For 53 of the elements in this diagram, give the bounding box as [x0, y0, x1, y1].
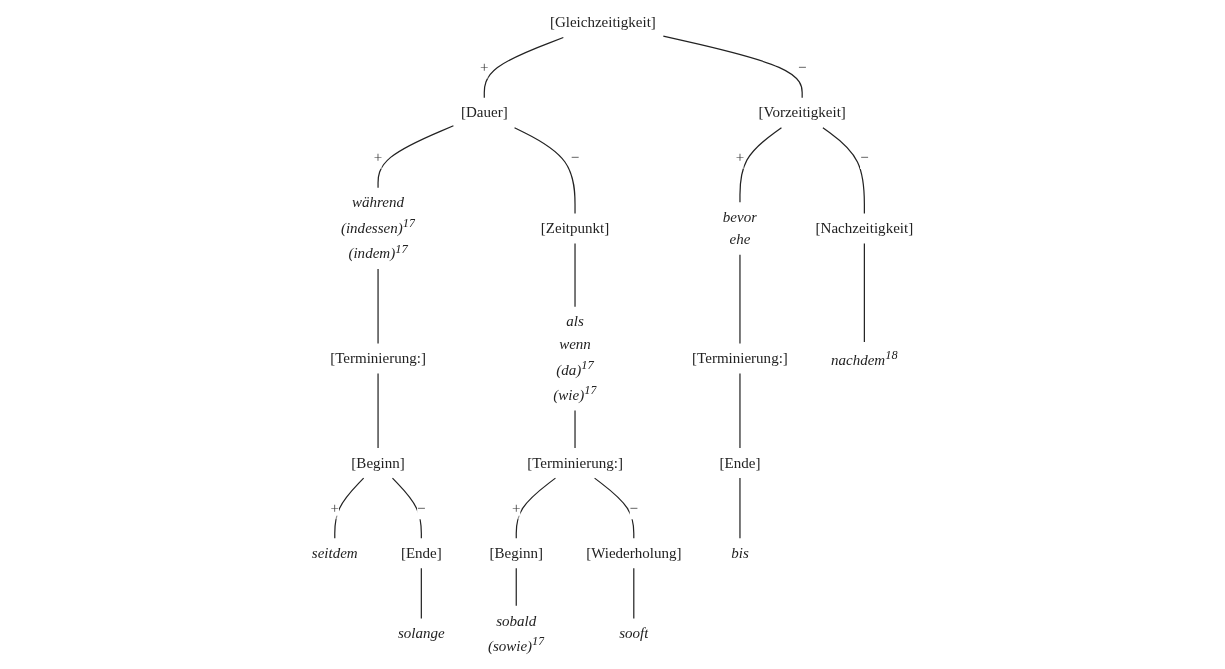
- connector: [574, 409, 576, 449]
- node-text: [Ende]: [400, 544, 442, 561]
- connector: [515, 567, 517, 607]
- edge-label: −: [797, 59, 807, 76]
- connector: [513, 127, 576, 214]
- node-text: während (indessen)$^{17}$ (indem)$^{17}$: [340, 194, 416, 262]
- edge-label: −: [860, 149, 869, 166]
- node-text: bis: [731, 544, 749, 561]
- node-text: bevor ehe: [722, 208, 758, 248]
- node-text: [Nachzeitigkeit]: [815, 219, 914, 236]
- node-text: solange: [397, 625, 445, 642]
- connector: [739, 477, 741, 539]
- node-text: [Zeitpunkt]: [540, 219, 610, 236]
- node-text: sooft: [619, 625, 649, 642]
- node-text: [Beginn]: [351, 454, 405, 471]
- connector: [515, 477, 557, 539]
- edge-label: +: [512, 499, 521, 516]
- connector: [822, 127, 865, 214]
- edge-label: −: [629, 499, 639, 516]
- node-text: [Terminierung:]: [692, 350, 788, 367]
- connector: [863, 242, 865, 343]
- edge-label: +: [480, 59, 489, 76]
- edge-label: −: [570, 149, 580, 166]
- connector: [483, 36, 564, 99]
- connector: [334, 477, 365, 539]
- connector: [377, 268, 379, 345]
- node-text: als wenn (da)$^{17}$ (wie)$^{17}$: [553, 313, 597, 404]
- connector: [420, 567, 422, 620]
- node-text: [Terminierung:]: [527, 454, 623, 471]
- edge-label: +: [330, 499, 340, 516]
- connector: [662, 35, 803, 99]
- connector: [739, 254, 741, 345]
- connector: [739, 373, 741, 449]
- node-text: [Ende]: [719, 454, 761, 471]
- connector: [377, 373, 379, 449]
- node-text: [Wiederholung]: [586, 544, 682, 561]
- node-text: [Terminierung:]: [330, 350, 426, 367]
- edge-label: +: [735, 149, 745, 166]
- connector: [633, 567, 635, 620]
- edge-label: −: [417, 499, 426, 516]
- connector: [391, 477, 422, 539]
- node-text: sobald (sowie)$^{17}$: [487, 612, 545, 654]
- connector: [574, 242, 576, 308]
- node-text: seitdem: [311, 544, 358, 561]
- edge-label: +: [373, 149, 383, 166]
- node-text: nachdem$^{18}$: [831, 347, 898, 368]
- connector: [594, 477, 635, 539]
- node-text: [Dauer]: [460, 104, 508, 121]
- node-text: [Vorzeitigkeit]: [758, 104, 846, 121]
- connector: [739, 127, 783, 203]
- connector: [377, 125, 455, 189]
- node-text: [Beginn]: [489, 544, 543, 561]
- node-text: [Gleichzeitigkeit]: [549, 14, 656, 31]
